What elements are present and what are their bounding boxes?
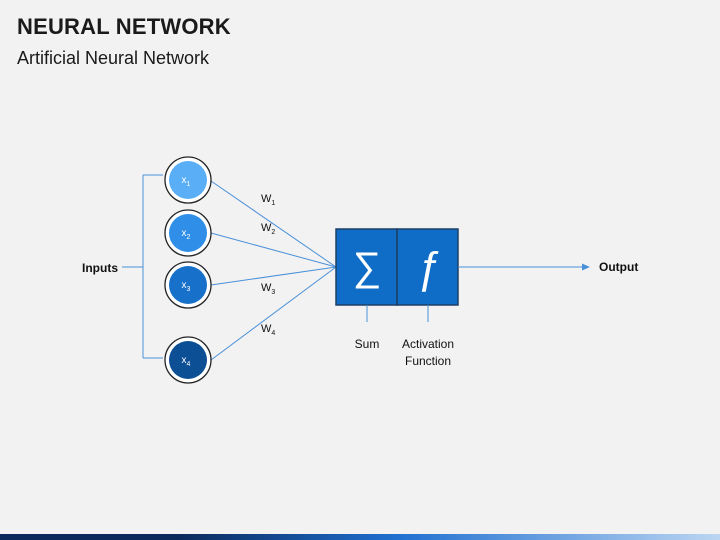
sum-symbol: ∑ <box>353 245 382 289</box>
node-label-4: x <box>182 355 187 366</box>
output-arrow <box>458 263 590 271</box>
inputs-bracket <box>122 174 163 359</box>
node-fill-3 <box>169 266 207 304</box>
activation-symbol: ƒ <box>416 243 440 293</box>
weight-label-1: W1 <box>261 193 275 207</box>
svg-text:x2: x2 <box>182 228 191 241</box>
page-title: NEURAL NETWORK <box>17 14 231 39</box>
input-node-1: x1 <box>164 156 212 204</box>
activation-label-line1: Activation <box>402 337 454 351</box>
node-label-1: x <box>182 175 187 186</box>
weight-label-2: W2 <box>261 222 275 236</box>
input-node-3: x3 <box>164 261 212 309</box>
node-fill-4 <box>169 341 207 379</box>
node-sub-1: 1 <box>187 181 191 188</box>
svg-text:x4: x4 <box>182 355 191 368</box>
page-subtitle: Artificial Neural Network <box>17 48 210 68</box>
node-fill-2 <box>169 214 207 252</box>
node-sub-4: 4 <box>187 361 191 368</box>
weight-label-4: W4 <box>261 323 275 337</box>
svg-text:x1: x1 <box>182 175 191 188</box>
connection-line-2 <box>210 232 337 268</box>
connection-line-1 <box>210 180 337 268</box>
footer-accent-bar <box>0 534 720 540</box>
input-node-2: x2 <box>164 209 212 257</box>
node-sub-2: 2 <box>187 234 191 241</box>
activation-label-line2: Function <box>405 354 451 368</box>
connection-line-3 <box>210 266 337 286</box>
output-label: Output <box>599 260 638 274</box>
node-label-2: x <box>182 228 187 239</box>
activation-box: ƒ <box>396 228 459 306</box>
weight-connections <box>210 180 337 361</box>
sum-label: Sum <box>355 337 380 351</box>
weight-label-3: W3 <box>261 282 275 296</box>
svg-text:x3: x3 <box>182 280 191 293</box>
node-label-3: x <box>182 280 187 291</box>
inputs-label: Inputs <box>82 261 118 275</box>
connection-line-4 <box>210 266 337 361</box>
input-node-4: x4 <box>164 336 212 384</box>
summation-box: ∑ <box>335 228 398 306</box>
node-fill-1 <box>169 161 207 199</box>
node-sub-3: 3 <box>187 286 191 293</box>
